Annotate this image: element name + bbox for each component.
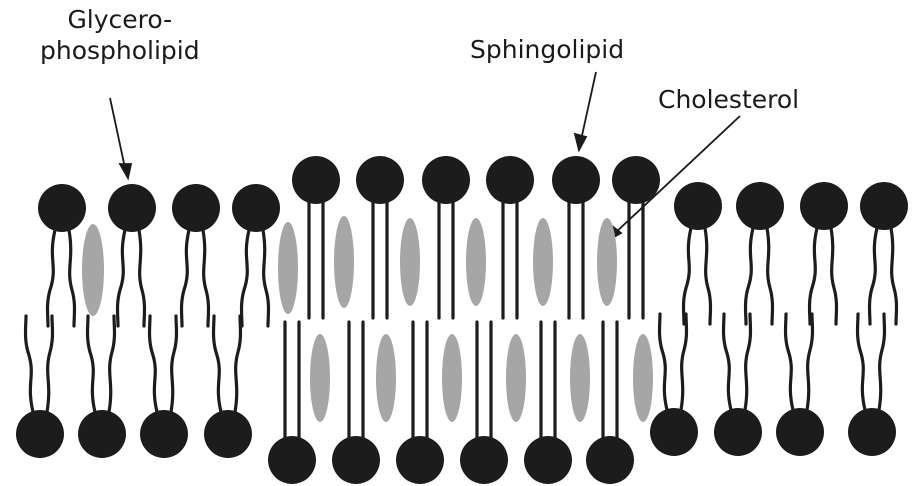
glycerophospholipid-tail: [681, 314, 687, 410]
sphingolipid-head: [460, 436, 508, 484]
glycerophospholipid-head: [16, 410, 64, 458]
glycerophospholipid-tail: [118, 230, 126, 326]
glycerophospholipid-head: [172, 184, 220, 232]
glycerophospholipid-tail: [182, 230, 190, 326]
glycerophospholipid-tail: [879, 314, 885, 410]
cholesterol-molecule: [570, 334, 590, 422]
glycerophospholipid-head: [860, 182, 908, 230]
glycerophospholipid-head: [800, 182, 848, 230]
glycerophospholipid-tail: [109, 316, 115, 412]
sphingolipid-head: [356, 156, 404, 204]
sphingolipid-head: [396, 436, 444, 484]
sphingolipid-head: [486, 156, 534, 204]
glycerophospholipid-head: [140, 410, 188, 458]
glycerophospholipid-head: [714, 408, 762, 456]
lipid-tails: [26, 202, 897, 438]
glycerophospholipid-tail: [746, 228, 754, 324]
glycerophospholipid-tail: [870, 228, 878, 324]
glycerophospholipid-head: [674, 182, 722, 230]
cholesterol-molecule: [442, 334, 462, 422]
glycerophospholipid-tail: [26, 316, 34, 412]
sphingolipid-head: [586, 436, 634, 484]
glycerophospholipid-head: [78, 410, 126, 458]
cholesterol-molecule: [376, 334, 396, 422]
glycerophospholipid-tail: [69, 230, 75, 326]
glycerophospholipid-head: [38, 184, 86, 232]
glycerophospholipid-tail: [831, 228, 837, 324]
glycerophospholipid-head: [232, 184, 280, 232]
glycerophospholipid-tail: [263, 230, 269, 326]
sphingolipid-head: [524, 436, 572, 484]
glycerophospholipid-tail: [858, 314, 866, 410]
glycerophospholipid-tail: [891, 228, 897, 324]
glycerophospholipid-tail: [47, 316, 53, 412]
sphingolipid-head: [268, 436, 316, 484]
glycerophospholipid-head: [204, 410, 252, 458]
cholesterol-molecule: [278, 222, 298, 314]
glycerophospholipid-tail: [150, 316, 158, 412]
glycerophospholipid-head: [650, 408, 698, 456]
cholesterol-molecule: [82, 224, 104, 316]
sphingolipid-arrowhead: [575, 134, 586, 150]
cholesterol-molecule: [400, 218, 420, 306]
cholesterol-molecule: [334, 216, 354, 308]
glycerophospholipid-arrowhead: [120, 164, 131, 178]
glycerophospholipid-tail: [660, 314, 668, 410]
cholesterol-molecule: [466, 218, 486, 306]
sphingolipid-arrow: [581, 72, 596, 140]
glycerophospholipid-head: [776, 408, 824, 456]
glycerophospholipid-tail: [705, 228, 711, 324]
glycerophospholipid-tail: [810, 228, 818, 324]
cholesterol-molecule: [633, 334, 653, 422]
glycerophospholipid-tail: [88, 316, 96, 412]
glycerophospholipid-tail: [745, 314, 751, 410]
glycerophospholipid-tail: [171, 316, 177, 412]
glycerophospholipid-head: [848, 408, 896, 456]
sphingolipid-head: [422, 156, 470, 204]
glycerophospholipid-head: [736, 182, 784, 230]
glycerophospholipid-tail: [203, 230, 209, 326]
glycerophospholipid-tail: [807, 314, 813, 410]
glycerophospholipid-tail: [724, 314, 732, 410]
cholesterol-molecule: [506, 334, 526, 422]
glycerophospholipid-tail: [767, 228, 773, 324]
glycerophospholipid-tail: [242, 230, 250, 326]
glycerophospholipid-tail: [786, 314, 794, 410]
sphingolipid-head: [292, 156, 340, 204]
cholesterol-molecule: [597, 218, 617, 306]
cholesterol-molecules: [82, 216, 653, 422]
glycerophospholipid-tail: [214, 316, 222, 412]
cholesterol-molecule: [533, 218, 553, 306]
glycerophospholipid-head: [108, 184, 156, 232]
sphingolipid-head: [332, 436, 380, 484]
sphingolipid-head: [612, 156, 660, 204]
sphingolipid-head: [552, 156, 600, 204]
glycerophospholipid-arrow: [110, 98, 125, 168]
glycerophospholipid-tail: [139, 230, 145, 326]
glycerophospholipid-tail: [235, 316, 241, 412]
cholesterol-molecule: [310, 334, 330, 422]
glycerophospholipid-tail: [48, 230, 56, 326]
glycerophospholipid-tail: [684, 228, 692, 324]
